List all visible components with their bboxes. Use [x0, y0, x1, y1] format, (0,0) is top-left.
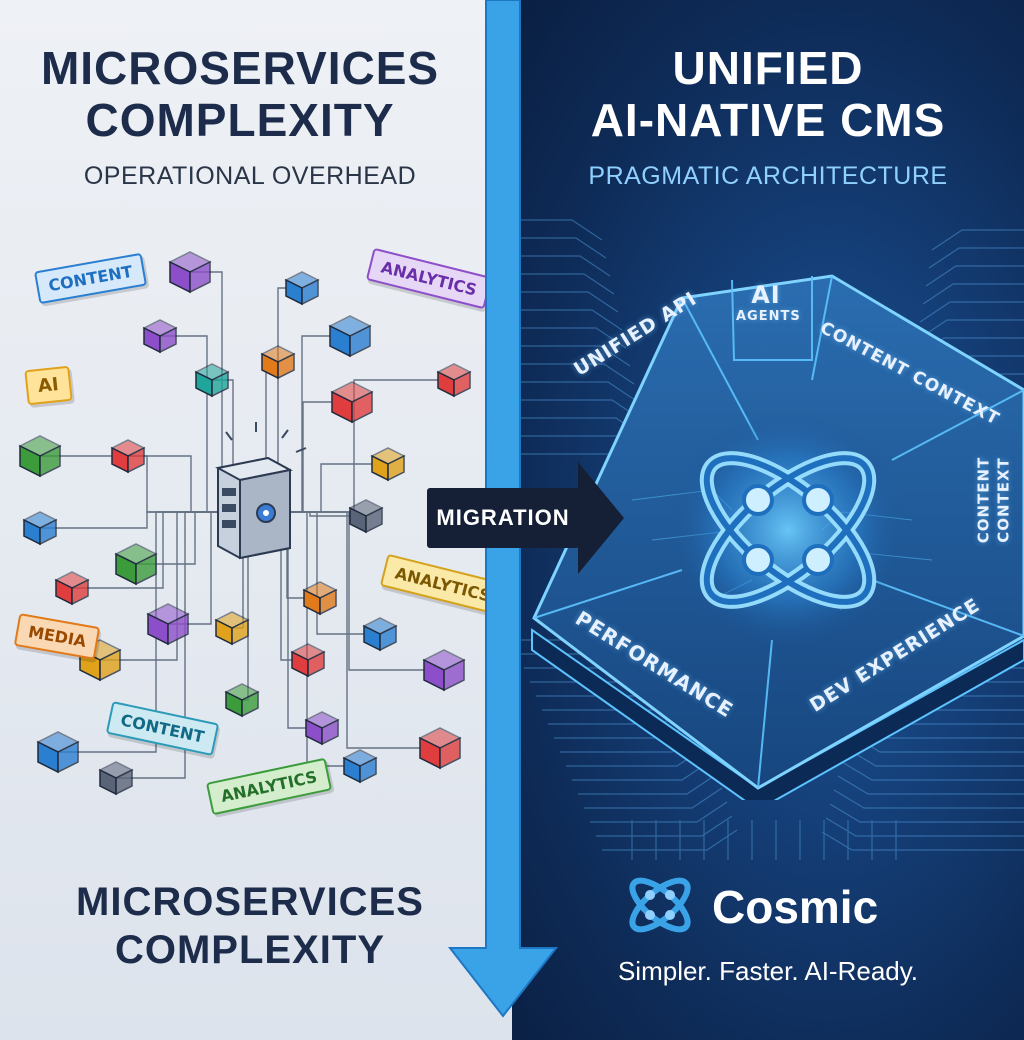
service-cube [284, 271, 320, 306]
cosmic-atom-logo [699, 451, 877, 609]
tag-ai: AI [24, 365, 73, 406]
service-cube [114, 543, 158, 586]
right-title-line2: AI-NATIVE CMS [590, 94, 946, 146]
migration-label: MIGRATION [427, 488, 579, 548]
service-cube [304, 711, 340, 746]
brand-name: Cosmic [712, 881, 879, 933]
label-content: CONTENT [974, 456, 993, 544]
service-cube [362, 617, 398, 652]
right-title-line1: UNIFIED [672, 42, 864, 94]
label-ai-agents: AI AGENTS [736, 281, 801, 328]
service-cube [328, 315, 372, 358]
service-cube [260, 345, 296, 380]
label-content-context-side: CONTENT CONTEXT [973, 457, 1013, 544]
left-title-line2: COMPLEXITY [85, 94, 395, 146]
service-cube [330, 381, 374, 424]
service-cube [418, 727, 462, 770]
service-cube [370, 447, 406, 482]
service-cube [290, 643, 326, 678]
service-cube [22, 511, 58, 546]
right-subtitle: PRAGMATIC ARCHITECTURE [588, 162, 948, 190]
service-cube [54, 571, 90, 606]
service-cube [142, 319, 178, 354]
left-title: MICROSERVICES COMPLEXITY [0, 42, 480, 146]
label-context: CONTEXT [994, 457, 1013, 543]
left-footer-line1: MICROSERVICES [76, 880, 424, 924]
service-cube [422, 649, 466, 692]
service-cube [146, 603, 190, 646]
server-icon [215, 456, 293, 560]
service-cube [214, 611, 250, 646]
service-cube [110, 439, 146, 474]
platform-diagram [531, 274, 1024, 800]
service-cube [194, 363, 230, 398]
service-cube [224, 683, 260, 718]
label-agents: AGENTS [736, 309, 801, 324]
left-title-line1: MICROSERVICES [40, 42, 440, 94]
service-cube [348, 499, 384, 534]
label-ai: AI [751, 281, 781, 309]
service-cube [436, 363, 472, 398]
service-cube [302, 581, 338, 616]
left-footer-title: MICROSERVICES COMPLEXITY [0, 878, 500, 974]
left-subtitle: OPERATIONAL OVERHEAD [83, 162, 417, 190]
right-title: UNIFIED AI-NATIVE CMS [512, 42, 1024, 146]
tagline: Simpler. Faster. AI-Ready. [617, 956, 919, 986]
service-cube [18, 435, 62, 478]
service-cube [168, 251, 212, 294]
left-footer-line2: COMPLEXITY [114, 928, 386, 972]
service-cube [342, 749, 378, 784]
service-cube [36, 731, 80, 774]
service-cube [98, 761, 134, 796]
cosmic-brand-icon [629, 877, 691, 933]
